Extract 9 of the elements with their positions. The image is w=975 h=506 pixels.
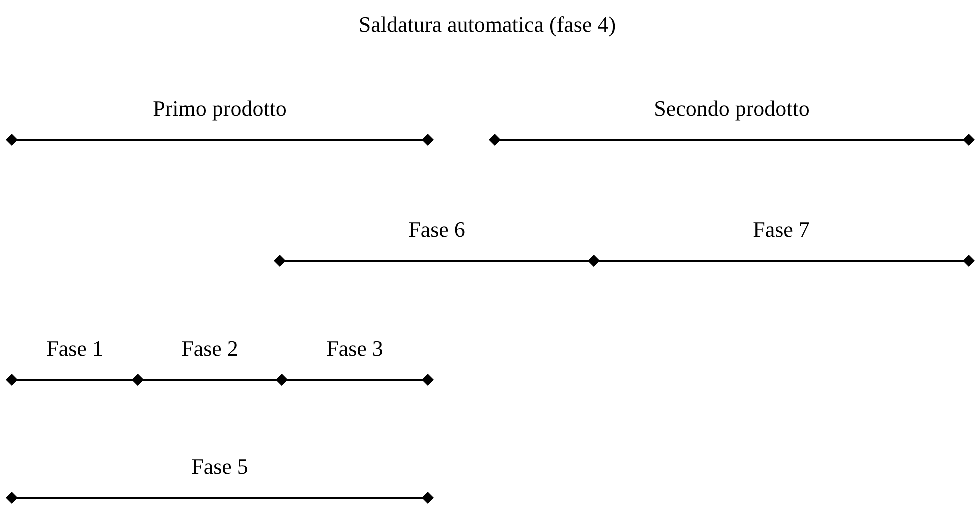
segment-label: Fase 1 xyxy=(46,336,104,362)
segment-label: Fase 5 xyxy=(190,454,250,480)
segment-label: Fase 7 xyxy=(752,217,811,243)
segment-label: Secondo prodotto xyxy=(653,96,811,122)
segment-label: Fase 3 xyxy=(326,336,384,362)
diagram-title: Saldatura automatica (fase 4) xyxy=(358,12,618,38)
segment-label: Primo prodotto xyxy=(152,96,288,122)
segment-label: Fase 6 xyxy=(408,217,466,243)
segment-label: Fase 2 xyxy=(180,336,240,362)
